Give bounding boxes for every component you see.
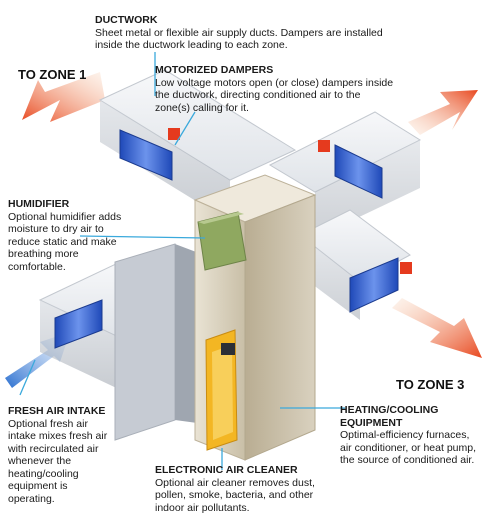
air-cleaner-desc: Optional air cleaner removes dust, polle… <box>155 476 315 514</box>
damper-zone1-motor <box>168 128 180 140</box>
zone-upper-right-arrow <box>408 90 478 135</box>
return-plenum-front <box>114 243 176 441</box>
humidifier-unit <box>197 211 247 271</box>
zone1-arrow <box>22 72 105 122</box>
fresh-air-intake-title: FRESH AIR INTAKE <box>8 405 106 417</box>
heating-cooling-callout: HEATING/COOLING EQUIPMENT Optimal-effici… <box>340 404 482 467</box>
motorized-dampers-desc: Low voltage motors open (or close) dampe… <box>155 76 394 114</box>
callout-line-fresh-air <box>19 359 36 396</box>
humidifier-desc: Optional humidifier adds moisture to dry… <box>8 210 122 273</box>
damper-right <box>318 140 383 199</box>
motorized-dampers-callout: MOTORIZED DAMPERS Low voltage motors ope… <box>155 64 395 114</box>
heating-cooling-desc: Optimal-efficiency furnaces, air conditi… <box>340 429 476 466</box>
air-cleaner-face <box>212 345 233 440</box>
ductwork-callout: DUCTWORK Sheet metal or flexible air sup… <box>95 14 395 52</box>
duct-zone1-top <box>98 69 297 181</box>
cabinet-side <box>244 194 316 461</box>
motorized-dampers-title: MOTORIZED DAMPERS <box>155 64 274 76</box>
heating-cooling-title: HEATING/COOLING EQUIPMENT <box>340 404 439 429</box>
ductwork-desc: Sheet metal or flexible air supply ducts… <box>95 26 383 52</box>
fresh-air-intake-callout: FRESH AIR INTAKE Optional fresh air inta… <box>8 405 116 505</box>
humidifier-title: HUMIDIFIER <box>8 198 70 210</box>
humidifier-callout: HUMIDIFIER Optional humidifier adds mois… <box>8 198 136 273</box>
damper-zone3-motor <box>400 262 412 274</box>
humidifier-top <box>198 212 244 224</box>
damper-fresh-air <box>54 299 103 349</box>
air-cleaner-callout: ELECTRONIC AIR CLEANER Optional air clea… <box>155 464 335 514</box>
zone3-label: TO ZONE 3 <box>396 377 465 392</box>
callout-line-dampers <box>174 111 196 146</box>
damper-zone1 <box>119 128 180 181</box>
damper-right-motor <box>318 140 330 152</box>
air-cleaner-display <box>221 343 235 355</box>
damper-zone3 <box>349 257 412 313</box>
air-cleaner-title: ELECTRONIC AIR CLEANER <box>155 464 298 476</box>
zone3-arrow <box>392 298 482 358</box>
callout-line-humidifier <box>79 235 206 239</box>
zone1-label: TO ZONE 1 <box>18 67 87 82</box>
ductwork-title: DUCTWORK <box>95 14 158 26</box>
fresh-air-intake-desc: Optional fresh air intake mixes fresh ai… <box>8 417 108 505</box>
